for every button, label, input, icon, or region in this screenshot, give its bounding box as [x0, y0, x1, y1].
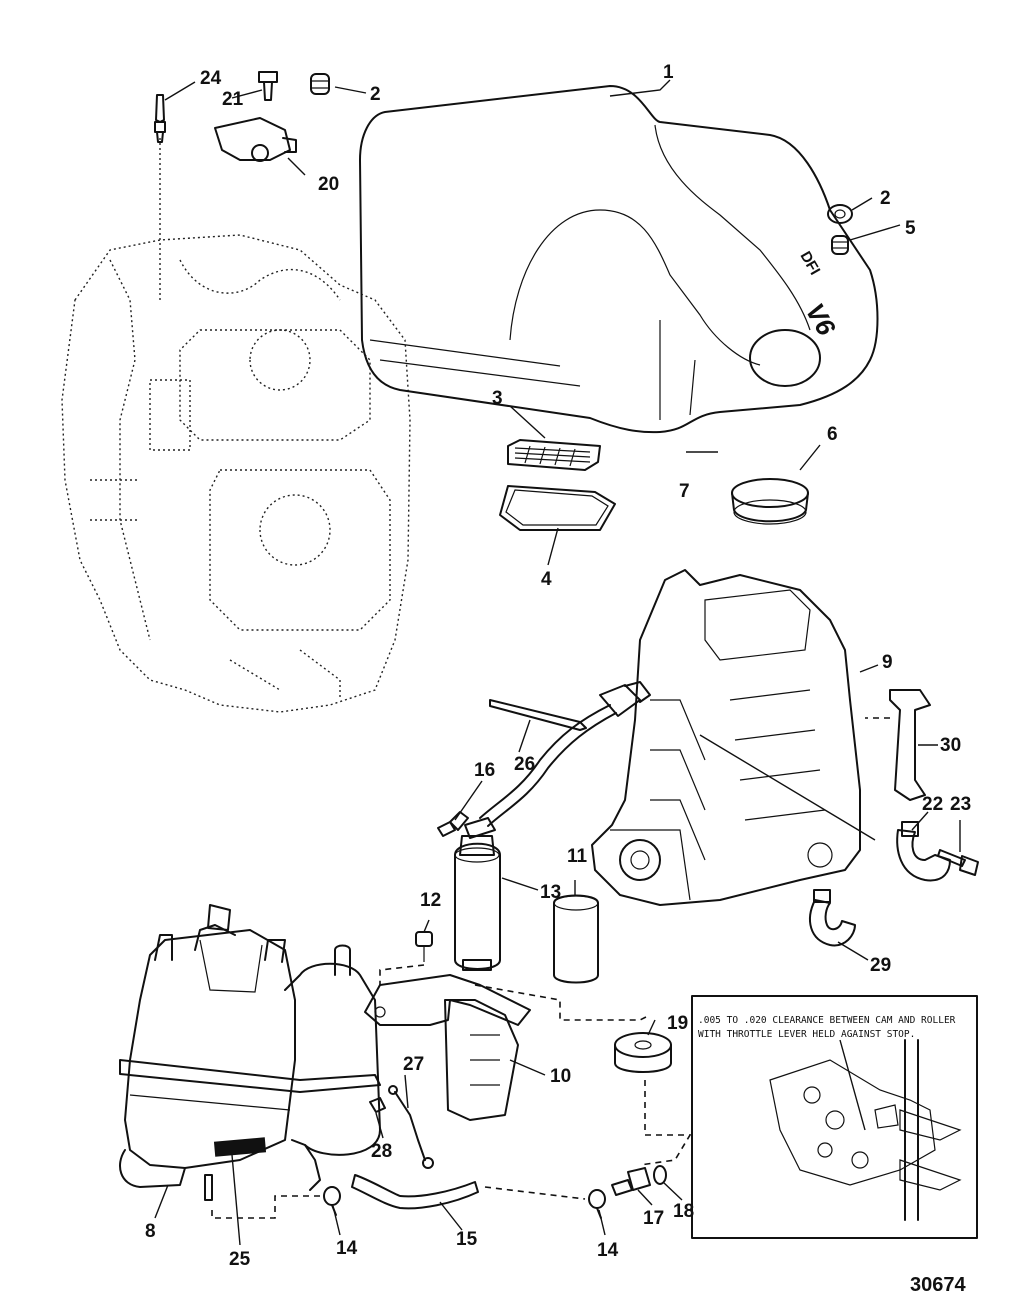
- callout-24: 24: [200, 68, 222, 89]
- clip-29: [809, 889, 856, 947]
- inset-note-line2: WITH THROTTLE LEVER HELD AGAINST STOP.: [698, 1029, 915, 1040]
- callout-18: 18: [673, 1201, 694, 1222]
- hose-right-path: [484, 1186, 586, 1200]
- callout-28: 28: [371, 1141, 392, 1162]
- figure-number: 30674: [910, 1274, 966, 1296]
- callout-numbers: 1 2 2 3 4 5 6 7 8 9 10 11 12 13 14 14 15…: [145, 62, 971, 1270]
- callout-3: 3: [492, 388, 503, 409]
- callout-21: 21: [222, 89, 244, 110]
- clamp-14-left: [323, 1186, 341, 1216]
- grommet-19: [614, 1032, 672, 1073]
- ground-wire-27: [388, 1085, 434, 1169]
- pump-bracket-10: [364, 974, 531, 1121]
- sensor-20: [214, 117, 297, 162]
- air-filter-3: [507, 439, 601, 471]
- cover-brand-label: DFI: [797, 249, 824, 278]
- inset-note-line1: .005 TO .020 CLEARANCE BETWEEN CAM AND R…: [698, 1015, 956, 1026]
- tie-strap-26: [489, 699, 587, 731]
- callout-30: 30: [940, 735, 961, 756]
- bracket-30: [865, 689, 931, 801]
- callout-17: 17: [643, 1208, 664, 1229]
- fuel-hose-15: [351, 1174, 479, 1210]
- fitting-17: [611, 1167, 651, 1196]
- callout-12: 12: [420, 890, 441, 911]
- grommet-5: [831, 235, 849, 255]
- fitting-16: [437, 811, 469, 837]
- callout-10: 10: [550, 1066, 571, 1087]
- fuel-module-8: [119, 904, 381, 1201]
- callout-26: 26: [514, 754, 535, 775]
- callout-15: 15: [456, 1229, 478, 1250]
- callout-2-top: 2: [370, 84, 381, 105]
- callout-7: 7: [679, 481, 690, 502]
- callout-27: 27: [403, 1054, 424, 1075]
- grommet-2-right: [827, 204, 853, 224]
- callout-14-left: 14: [336, 1238, 358, 1259]
- callout-14-right: 14: [597, 1240, 619, 1261]
- callout-16: 16: [474, 760, 495, 781]
- callout-9: 9: [882, 652, 893, 673]
- pump-path: [474, 984, 651, 1021]
- callout-20: 20: [318, 174, 339, 195]
- leader-lines: [154, 79, 961, 1246]
- callout-2-right: 2: [880, 188, 891, 209]
- inset-detail: .005 TO .020 CLEARANCE BETWEEN CAM AND R…: [691, 995, 978, 1239]
- callout-11: 11: [567, 846, 588, 867]
- clip-22: [896, 821, 951, 882]
- hose-left-path: [211, 1195, 320, 1219]
- o-ring-18: [653, 1165, 667, 1185]
- engine-cover-1: DFI V6: [359, 85, 879, 434]
- screw-12-path: [379, 964, 425, 985]
- fitting-28: [369, 1097, 386, 1113]
- engine-block: [61, 234, 411, 713]
- grommet-2-top: [310, 73, 330, 95]
- callout-29: 29: [870, 955, 891, 976]
- callout-22: 22: [922, 794, 943, 815]
- callout-23: 23: [950, 794, 971, 815]
- bolt-21: [258, 71, 278, 101]
- callout-13: 13: [540, 882, 561, 903]
- callout-25: 25: [229, 1249, 251, 1270]
- callout-4: 4: [541, 569, 552, 590]
- callout-8: 8: [145, 1221, 156, 1242]
- intake-manifold-9: [591, 569, 861, 906]
- bolt-23: [937, 849, 979, 876]
- sleeve-11: [553, 894, 599, 984]
- gasket-4: [499, 485, 616, 531]
- fuel-pump-13: [454, 681, 651, 971]
- grommet-19-path: [639, 1080, 692, 1166]
- callout-6: 6: [827, 424, 838, 445]
- stud-24: [154, 94, 166, 143]
- screw-12: [415, 931, 433, 962]
- callout-1: 1: [663, 62, 674, 83]
- seal-ring-6: [731, 478, 809, 525]
- callout-19: 19: [667, 1013, 688, 1034]
- bracket-line: [699, 734, 876, 841]
- clamp-14-right: [588, 1189, 606, 1219]
- callout-5: 5: [905, 218, 916, 239]
